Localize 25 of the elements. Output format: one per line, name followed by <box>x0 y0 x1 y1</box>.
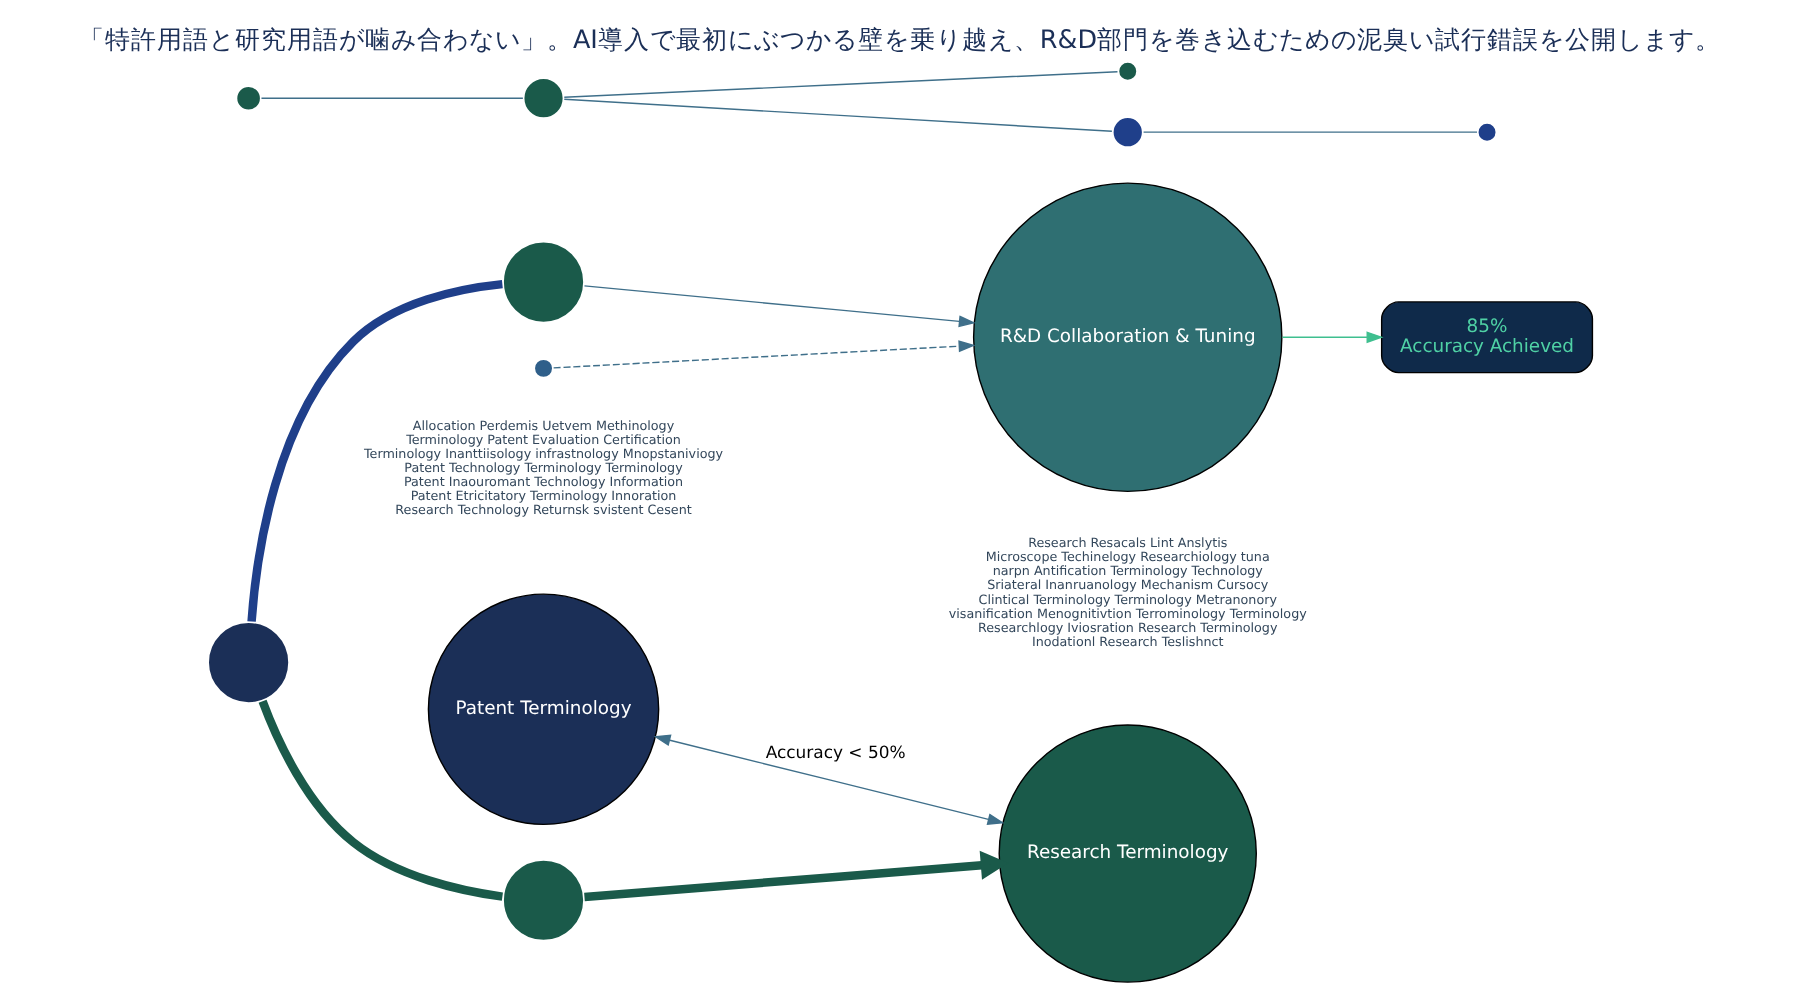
node-circle <box>1475 120 1499 144</box>
arrow <box>583 285 976 328</box>
connector <box>563 71 1119 98</box>
node-circle <box>1110 115 1145 150</box>
node-circle <box>1116 60 1140 83</box>
arrow <box>552 340 976 369</box>
diagram-title: 「特許用語と研究用語が噛み合わない」。AI導入で最初にぶつかる壁を乗り越え、R&D部門を巻き込むための泥臭い試行錯誤を公開します。 <box>78 25 1722 56</box>
arrow <box>653 734 1005 825</box>
node-circle <box>501 857 586 943</box>
connector <box>260 97 524 99</box>
node-circle <box>234 84 263 113</box>
node-circle: Research Terminology <box>998 724 1257 983</box>
node-box: 85% Accuracy Achieved <box>1380 301 1594 374</box>
connector <box>247 279 503 622</box>
node-circle <box>532 357 555 380</box>
arrow <box>1281 331 1384 344</box>
connector <box>258 699 503 901</box>
connector <box>1142 131 1478 133</box>
connector <box>563 98 1113 132</box>
node-circle: Patent Terminology <box>427 593 660 826</box>
node-circle <box>501 239 586 325</box>
node-circle <box>206 620 292 706</box>
edge-label: Accuracy < 50% <box>765 742 906 763</box>
node-circle <box>521 76 566 121</box>
node-circle: R&D Collaboration & Tuning <box>972 182 1283 493</box>
